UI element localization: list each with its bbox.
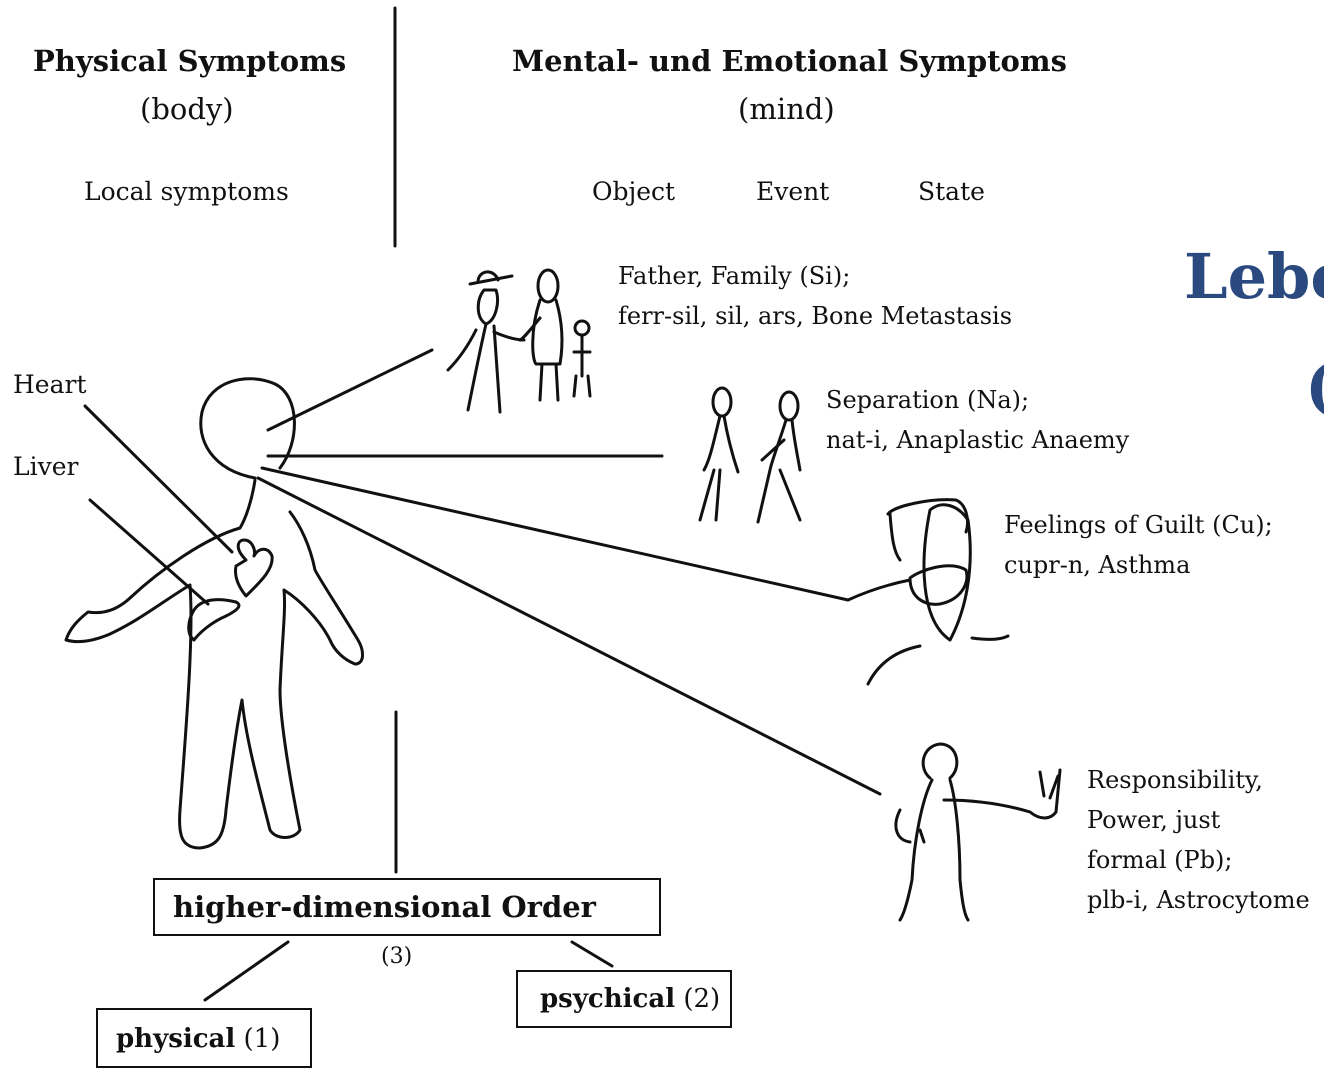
physical-number: (1) <box>244 1024 281 1054</box>
physical-symptoms-title: Physical Symptoms <box>33 44 346 78</box>
theme-family-line2: ferr-sil, sil, ars, Bone Metastasis <box>618 296 1012 336</box>
physical-box-text: physical (1) <box>116 1024 280 1054</box>
liver-label: Liver <box>13 452 78 481</box>
family-sketch <box>448 270 590 412</box>
state-label: State <box>918 177 985 206</box>
heart-leader <box>85 406 232 552</box>
theme-guilt-line1: Feelings of Guilt (Cu); <box>1004 505 1273 545</box>
theme-responsibility-line4: plb-i, Astrocytome <box>1087 880 1310 920</box>
guilt-sketch <box>848 500 1008 684</box>
theme-family: Father, Family (Si); ferr-sil, sil, ars,… <box>618 256 1012 336</box>
theme-family-line1: Father, Family (Si); <box>618 256 1012 296</box>
higher-order-number: (3) <box>381 944 412 969</box>
mental-symptoms-title: Mental- und Emotional Symptoms <box>512 44 1067 78</box>
side-title-line1: Lebe <box>1184 240 1324 313</box>
heart-shape <box>235 540 272 596</box>
physical-box: physical (1) <box>96 1008 312 1068</box>
higher-order-title: higher-dimensional Order <box>173 890 596 924</box>
separation-sketch <box>700 388 800 522</box>
theme-responsibility-line2: Power, just <box>1087 800 1310 840</box>
physical-symptoms-subtitle: (body) <box>140 92 234 126</box>
theme-guilt: Feelings of Guilt (Cu); cupr-n, Asthma <box>1004 505 1273 585</box>
mental-symptoms-subtitle: (mind) <box>738 92 835 126</box>
psychical-label: psychical <box>540 984 675 1014</box>
ray-guilt <box>262 468 848 600</box>
psychical-box: psychical (2) <box>516 970 732 1028</box>
theme-responsibility-line1: Responsibility, <box>1087 760 1310 800</box>
object-label: Object <box>592 177 675 206</box>
ray-family <box>268 350 432 430</box>
event-label: Event <box>756 177 829 206</box>
ray-responsibility <box>258 478 880 794</box>
theme-responsibility: Responsibility, Power, just formal (Pb);… <box>1087 760 1310 920</box>
theme-guilt-line2: cupr-n, Asthma <box>1004 545 1273 585</box>
branch-psychical <box>572 942 612 966</box>
responsibility-sketch <box>896 744 1060 920</box>
branch-physical <box>205 942 288 1000</box>
theme-separation: Separation (Na); nat-i, Anaplastic Anaem… <box>826 380 1129 460</box>
theme-separation-line1: Separation (Na); <box>826 380 1129 420</box>
human-figure <box>66 379 363 848</box>
higher-order-box: higher-dimensional Order <box>153 878 661 936</box>
theme-separation-line2: nat-i, Anaplastic Anaemy <box>826 420 1129 460</box>
heart-label: Heart <box>13 370 87 399</box>
liver-shape <box>189 600 239 640</box>
side-title-line2: ( <box>1305 350 1324 423</box>
physical-label: physical <box>116 1024 235 1054</box>
psychical-box-text: psychical (2) <box>540 984 720 1014</box>
theme-responsibility-line3: formal (Pb); <box>1087 840 1310 880</box>
local-symptoms-label: Local symptoms <box>84 177 289 206</box>
psychical-number: (2) <box>683 984 720 1014</box>
